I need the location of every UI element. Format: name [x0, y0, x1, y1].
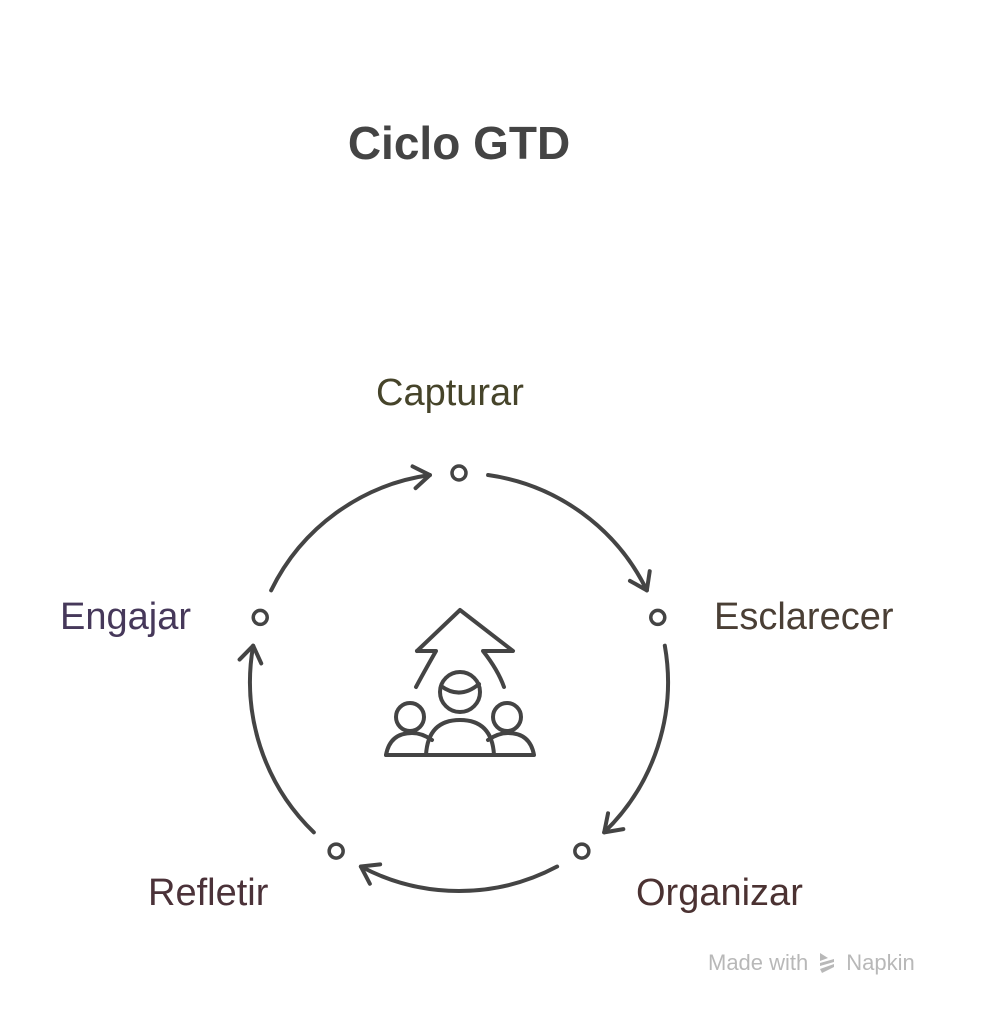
cycle-arc-arrow	[248, 643, 316, 835]
cycle-arc-arrow	[486, 473, 649, 593]
step-node	[450, 464, 468, 482]
arrowhead-icon	[237, 643, 264, 666]
napkin-logo-icon	[820, 953, 835, 973]
made-with-text: Made with	[708, 950, 809, 975]
step-label-esclarecer: Esclarecer	[714, 596, 894, 638]
step-node	[649, 608, 667, 627]
cycle-arc-arrow	[358, 864, 560, 893]
arrowhead-icon	[358, 862, 383, 886]
cycle-arc-arrow	[602, 643, 670, 835]
step-label-organizar: Organizar	[636, 872, 803, 914]
cycle-arc-arrow	[269, 473, 432, 593]
napkin-watermark: Made with Napkin	[708, 950, 915, 976]
step-node	[573, 842, 591, 860]
arrowhead-icon	[627, 569, 652, 593]
step-label-engajar: Engajar	[60, 596, 191, 638]
arrowhead-icon	[410, 464, 432, 491]
step-node	[251, 608, 269, 627]
arrowhead-icon	[602, 811, 626, 835]
step-label-refletir: Refletir	[148, 872, 269, 914]
napkin-brand-text: Napkin	[846, 950, 915, 975]
team-growth-arrow-icon	[384, 608, 536, 757]
step-label-capturar: Capturar	[376, 372, 524, 414]
diagram-title: Ciclo GTD	[347, 117, 571, 169]
step-node	[327, 842, 345, 860]
